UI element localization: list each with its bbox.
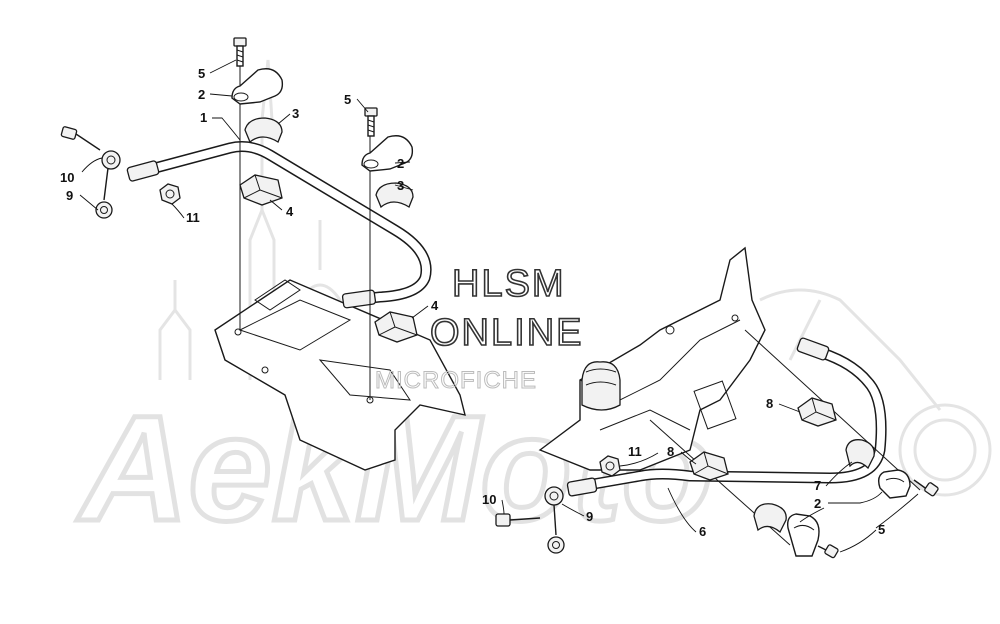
top-link-rod <box>60 126 121 219</box>
top-nut <box>159 183 181 205</box>
top-bushing-left <box>244 117 283 144</box>
bottom-block-lower <box>689 451 729 481</box>
callout-10-bottom: 10 <box>482 492 496 507</box>
callout-8-bottom-lower: 8 <box>667 444 674 459</box>
top-bolt-left <box>233 37 247 67</box>
callout-5-top-left: 5 <box>198 66 205 81</box>
bottom-bushing-upper <box>845 439 875 470</box>
top-bolt-right <box>364 107 378 137</box>
bottom-link-rod <box>495 486 565 554</box>
top-clamp-right <box>361 135 414 172</box>
bottom-engine-mount <box>581 361 621 411</box>
top-bushing-right <box>375 182 414 209</box>
bottom-clamp-lower <box>786 513 820 557</box>
callout-2-bottom: 2 <box>814 496 821 511</box>
top-block-right <box>374 311 418 343</box>
top-stabilizer-bar <box>126 141 432 309</box>
callout-3-top-right: 3 <box>397 178 404 193</box>
callout-10-top: 10 <box>60 170 74 185</box>
bottom-block-upper <box>797 397 837 427</box>
watermark-line1: HLSM <box>452 263 566 305</box>
callout-6: 6 <box>699 524 706 539</box>
watermark-line2: ONLINE <box>430 312 583 354</box>
callout-3-top-left: 3 <box>292 106 299 121</box>
top-block-left <box>239 174 283 206</box>
leader-lines <box>79 59 919 553</box>
callout-5-bottom: 5 <box>878 522 885 537</box>
callout-11-top: 11 <box>186 210 200 225</box>
bottom-stabilizer-bar <box>566 337 887 497</box>
bottom-frame-bracket <box>538 246 766 471</box>
bottom-bolt-lower <box>817 544 839 559</box>
callout-9-bottom: 9 <box>586 509 593 524</box>
bottom-clamp-upper <box>877 469 911 499</box>
bottom-bolt-upper <box>913 479 939 497</box>
callout-5-top-right: 5 <box>344 92 351 107</box>
callout-2-top-left: 2 <box>198 87 205 102</box>
callout-7: 7 <box>814 478 821 493</box>
bottom-bushing-lower <box>753 503 787 534</box>
callout-2-top-right: 2 <box>397 156 404 171</box>
callout-4-top-left: 4 <box>286 204 294 219</box>
callout-8-bottom-upper: 8 <box>766 396 773 411</box>
watermark-line3: MICROFICHE <box>375 367 537 394</box>
top-clamp-left <box>231 68 284 105</box>
bottom-nut <box>599 455 621 477</box>
watermark-motorcycle <box>759 288 992 497</box>
callout-4-top-right: 4 <box>431 298 439 313</box>
callout-1: 1 <box>200 110 207 125</box>
top-frame-bracket <box>214 279 466 471</box>
callout-11-bottom: 11 <box>628 444 642 459</box>
callout-9-top: 9 <box>66 188 73 203</box>
